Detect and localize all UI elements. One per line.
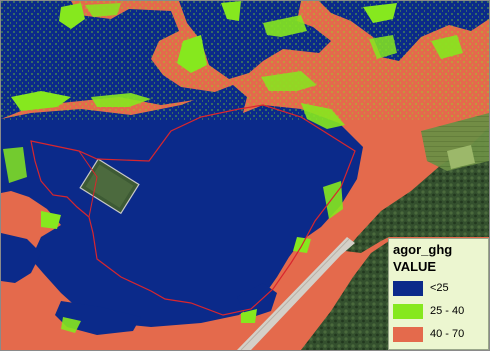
legend-swatch-25-40 [393, 303, 423, 319]
legend-swatch-40-70 [393, 326, 423, 342]
study-area-boundary-inner [78, 150, 98, 218]
legend-label-lt25: <25 [430, 282, 449, 294]
aerial-imagery-field-patch [447, 145, 475, 169]
study-area-boundary [30, 104, 356, 316]
legend-swatch-lt25 [393, 280, 423, 296]
map-legend: agor_ghg VALUE <25 25 - 40 40 - 70 [388, 238, 489, 350]
class-lt25-region-southwest [1, 233, 41, 283]
road-edge [240, 238, 350, 350]
legend-label-40-70: 40 - 70 [430, 328, 465, 340]
sports-field [79, 158, 140, 215]
legend-title: agor_ghg [393, 242, 453, 257]
aerial-imagery-south [301, 241, 389, 350]
legend-field-name: VALUE [393, 259, 437, 274]
legend-item-lt25: <25 [393, 279, 484, 297]
legend-item-25-40: 25 - 40 [393, 302, 484, 320]
class-lt25-region-central [1, 85, 363, 327]
legend-label-25-40: 25 - 40 [430, 305, 465, 317]
legend-item-40-70: 40 - 70 [393, 325, 484, 343]
speckle-overlay [1, 1, 489, 121]
